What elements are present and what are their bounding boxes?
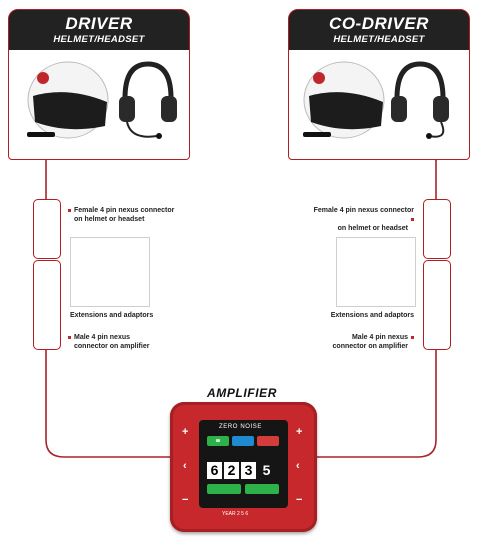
right-male-label: Male 4 pin nexus connector on amplifier <box>320 333 414 351</box>
amp-chevron-left: ‹ <box>183 460 187 472</box>
codriver-subtitle: HELMET/HEADSET <box>333 34 425 45</box>
amp-plus-left: + <box>182 426 189 438</box>
amp-footer: YEAR 2 5 6 <box>222 511 249 517</box>
amp-plus-right: + <box>296 426 303 438</box>
amplifier-device: + + − − ‹ ‹ ZERO NOISE ☎ 6 2 3 5 YEAR 2 … <box>170 402 317 532</box>
amp-btn-phone: ☎ <box>207 436 229 446</box>
amp-digit-3: 3 <box>241 462 256 479</box>
amp-minus-right: − <box>296 494 303 506</box>
codriver-title: CO-DRIVER <box>329 14 429 33</box>
amplifier-title: AMPLIFIER <box>206 386 278 400</box>
amp-btn-right-bottom <box>245 484 279 494</box>
amp-digit-4: 5 <box>259 462 274 479</box>
left-male-label: Male 4 pin nexus connector on amplifier <box>68 333 149 351</box>
amp-digit-2: 2 <box>224 462 239 479</box>
right-amp-cable <box>312 348 437 458</box>
left-extensions-label: Extensions and adaptors <box>70 312 154 319</box>
driver-subtitle: HELMET/HEADSET <box>53 34 145 45</box>
right-male-callout <box>423 260 451 350</box>
driver-card: DRIVER HELMET/HEADSET <box>8 9 190 160</box>
headset-image <box>391 61 449 139</box>
amp-btn-intercom <box>232 436 254 446</box>
left-male-callout <box>33 260 61 350</box>
amp-btn-left-bottom <box>207 484 241 494</box>
right-extensions-label: Extensions and adaptors <box>330 312 414 319</box>
right-extension-box <box>336 237 416 307</box>
amp-brand: ZERO NOISE <box>219 424 263 430</box>
amp-btn-mode <box>257 436 279 446</box>
left-extension-box <box>70 237 150 307</box>
right-female-label: Female 4 pin nexus connector on helmet o… <box>313 207 414 232</box>
codriver-card: CO-DRIVER HELMET/HEADSET <box>288 9 470 160</box>
amp-minus-left: − <box>182 494 189 506</box>
driver-title: DRIVER <box>65 14 133 33</box>
amp-digit-1: 6 <box>207 462 222 479</box>
headset-image <box>119 61 177 139</box>
left-amp-cable <box>45 348 175 458</box>
helmet-image <box>27 61 109 139</box>
left-female-callout <box>33 199 61 259</box>
right-female-callout <box>423 199 451 259</box>
amp-chevron-right: ‹ <box>296 460 300 472</box>
amplifier-screen: ZERO NOISE ☎ 6 2 3 5 <box>199 420 288 508</box>
helmet-image <box>303 61 385 139</box>
left-female-label: Female 4 pin nexus connector on helmet o… <box>68 206 174 224</box>
